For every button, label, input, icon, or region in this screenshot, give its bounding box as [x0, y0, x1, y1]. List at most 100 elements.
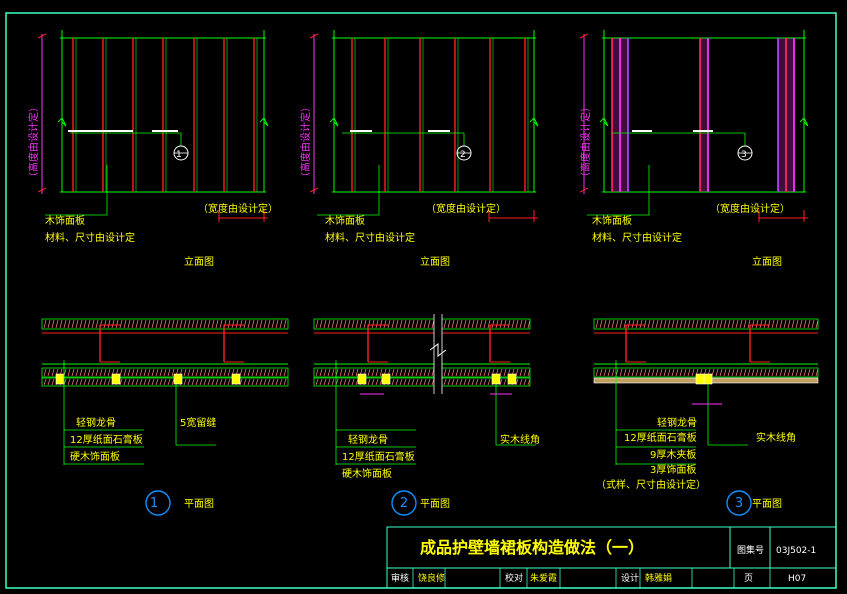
elev3-callout-number: 3 [741, 150, 747, 160]
hatch-stroke [67, 368, 71, 377]
elev3-label-panel: 木饰面板 [592, 214, 632, 227]
hatch-stroke [639, 319, 643, 329]
hatch-stroke [251, 378, 255, 386]
hatch-stroke [775, 368, 779, 377]
hatch-stroke [355, 319, 359, 329]
hatch-stroke [195, 319, 199, 329]
hatch-stroke [375, 368, 379, 377]
sheet-title: 成品护壁墙裙板构造做法（一） [420, 538, 644, 557]
hatch-stroke [151, 378, 155, 386]
hatch-stroke [211, 378, 215, 386]
hatch-stroke [391, 378, 395, 386]
hatch-stroke [199, 378, 203, 386]
plan3-label-stud: 轻钢龙骨 [657, 416, 697, 429]
hatch-stroke [327, 368, 331, 377]
hatch-stroke [75, 368, 79, 377]
hatch-stroke [451, 319, 455, 329]
hatch-stroke [607, 319, 611, 329]
hatch-stroke [751, 319, 755, 329]
hatch-stroke [371, 378, 375, 386]
hatch-stroke [191, 368, 195, 377]
elev2-label-panel: 木饰面板 [325, 214, 365, 227]
hatch-stroke [763, 368, 767, 377]
hatch-stroke [151, 368, 155, 377]
hatch-stroke [627, 319, 631, 329]
hatch-stroke [371, 319, 375, 329]
veneer-strip [700, 38, 708, 192]
hatch-stroke [71, 378, 75, 386]
hatch-stroke [159, 368, 163, 377]
plan2-number: 2 [400, 496, 408, 511]
hatch-stroke [195, 368, 199, 377]
joint-profile [55, 373, 65, 385]
hatch-stroke [71, 368, 75, 377]
hatch-stroke [223, 368, 227, 377]
hatch-stroke [239, 319, 243, 329]
hatch-stroke [699, 319, 703, 329]
hatch-stroke [83, 368, 87, 377]
hatch-stroke [487, 378, 491, 386]
hatch-stroke [219, 368, 223, 377]
plan-number-circle [726, 490, 752, 516]
hatch-stroke [771, 319, 775, 329]
hatch-stroke [519, 368, 523, 377]
hatch-stroke [667, 319, 671, 329]
hatch-stroke [787, 368, 791, 377]
hatch-stroke [455, 378, 459, 386]
elev1-label-material: 材料、尺寸由设计定 [45, 231, 135, 244]
hatch-stroke [167, 378, 171, 386]
hatch-stroke [623, 319, 627, 329]
hatch-stroke [795, 319, 799, 329]
hatch-stroke [503, 319, 507, 329]
hatch-stroke [351, 368, 355, 377]
hatch-stroke [471, 378, 475, 386]
hatch-stroke [187, 378, 191, 386]
hatch-stroke [247, 319, 251, 329]
hatch-stroke [479, 378, 483, 386]
hatch-stroke [447, 378, 451, 386]
hatch-stroke [163, 378, 167, 386]
hatch-stroke [275, 368, 279, 377]
hatch-stroke [219, 319, 223, 329]
hatch-stroke [747, 319, 751, 329]
elev1-caption: 立面图 [184, 255, 214, 268]
hatch-stroke [679, 368, 683, 377]
hatch-stroke [391, 319, 395, 329]
hatch-stroke [59, 319, 63, 329]
dim-tick [579, 187, 589, 193]
hatch-stroke [379, 378, 383, 386]
hatch-stroke [395, 319, 399, 329]
hatch-stroke [79, 368, 83, 377]
hatch-stroke [459, 378, 463, 386]
hatch-stroke [323, 378, 327, 386]
hatch-stroke [407, 319, 411, 329]
hatch-stroke [623, 368, 627, 377]
hatch-stroke [787, 319, 791, 329]
hatch-stroke [255, 368, 259, 377]
hatch-stroke [283, 378, 287, 386]
hatch-stroke [663, 319, 667, 329]
hatch-stroke [163, 319, 167, 329]
hatch-stroke [103, 378, 107, 386]
hatch-stroke [515, 378, 519, 386]
hatch-stroke [459, 319, 463, 329]
hatch-stroke [319, 319, 323, 329]
hatch-stroke [175, 319, 179, 329]
hatch-stroke [459, 368, 463, 377]
hatch-stroke [75, 319, 79, 329]
hatch-stroke [647, 368, 651, 377]
hatch-stroke [399, 378, 403, 386]
hatch-stroke [319, 378, 323, 386]
hatch-stroke [747, 368, 751, 377]
hatch-stroke [735, 368, 739, 377]
hatch-stroke [239, 368, 243, 377]
plan2-label-veneer: 硬木饰面板 [342, 467, 392, 480]
hatch-stroke [111, 319, 115, 329]
hatch-stroke [599, 368, 603, 377]
hatch-stroke [363, 319, 367, 329]
hatch-stroke [651, 319, 655, 329]
hatch-stroke [455, 368, 459, 377]
plan1-label-stud: 轻钢龙骨 [76, 416, 116, 429]
plan3-caption: 平面图 [752, 498, 782, 510]
hatch-stroke [207, 378, 211, 386]
